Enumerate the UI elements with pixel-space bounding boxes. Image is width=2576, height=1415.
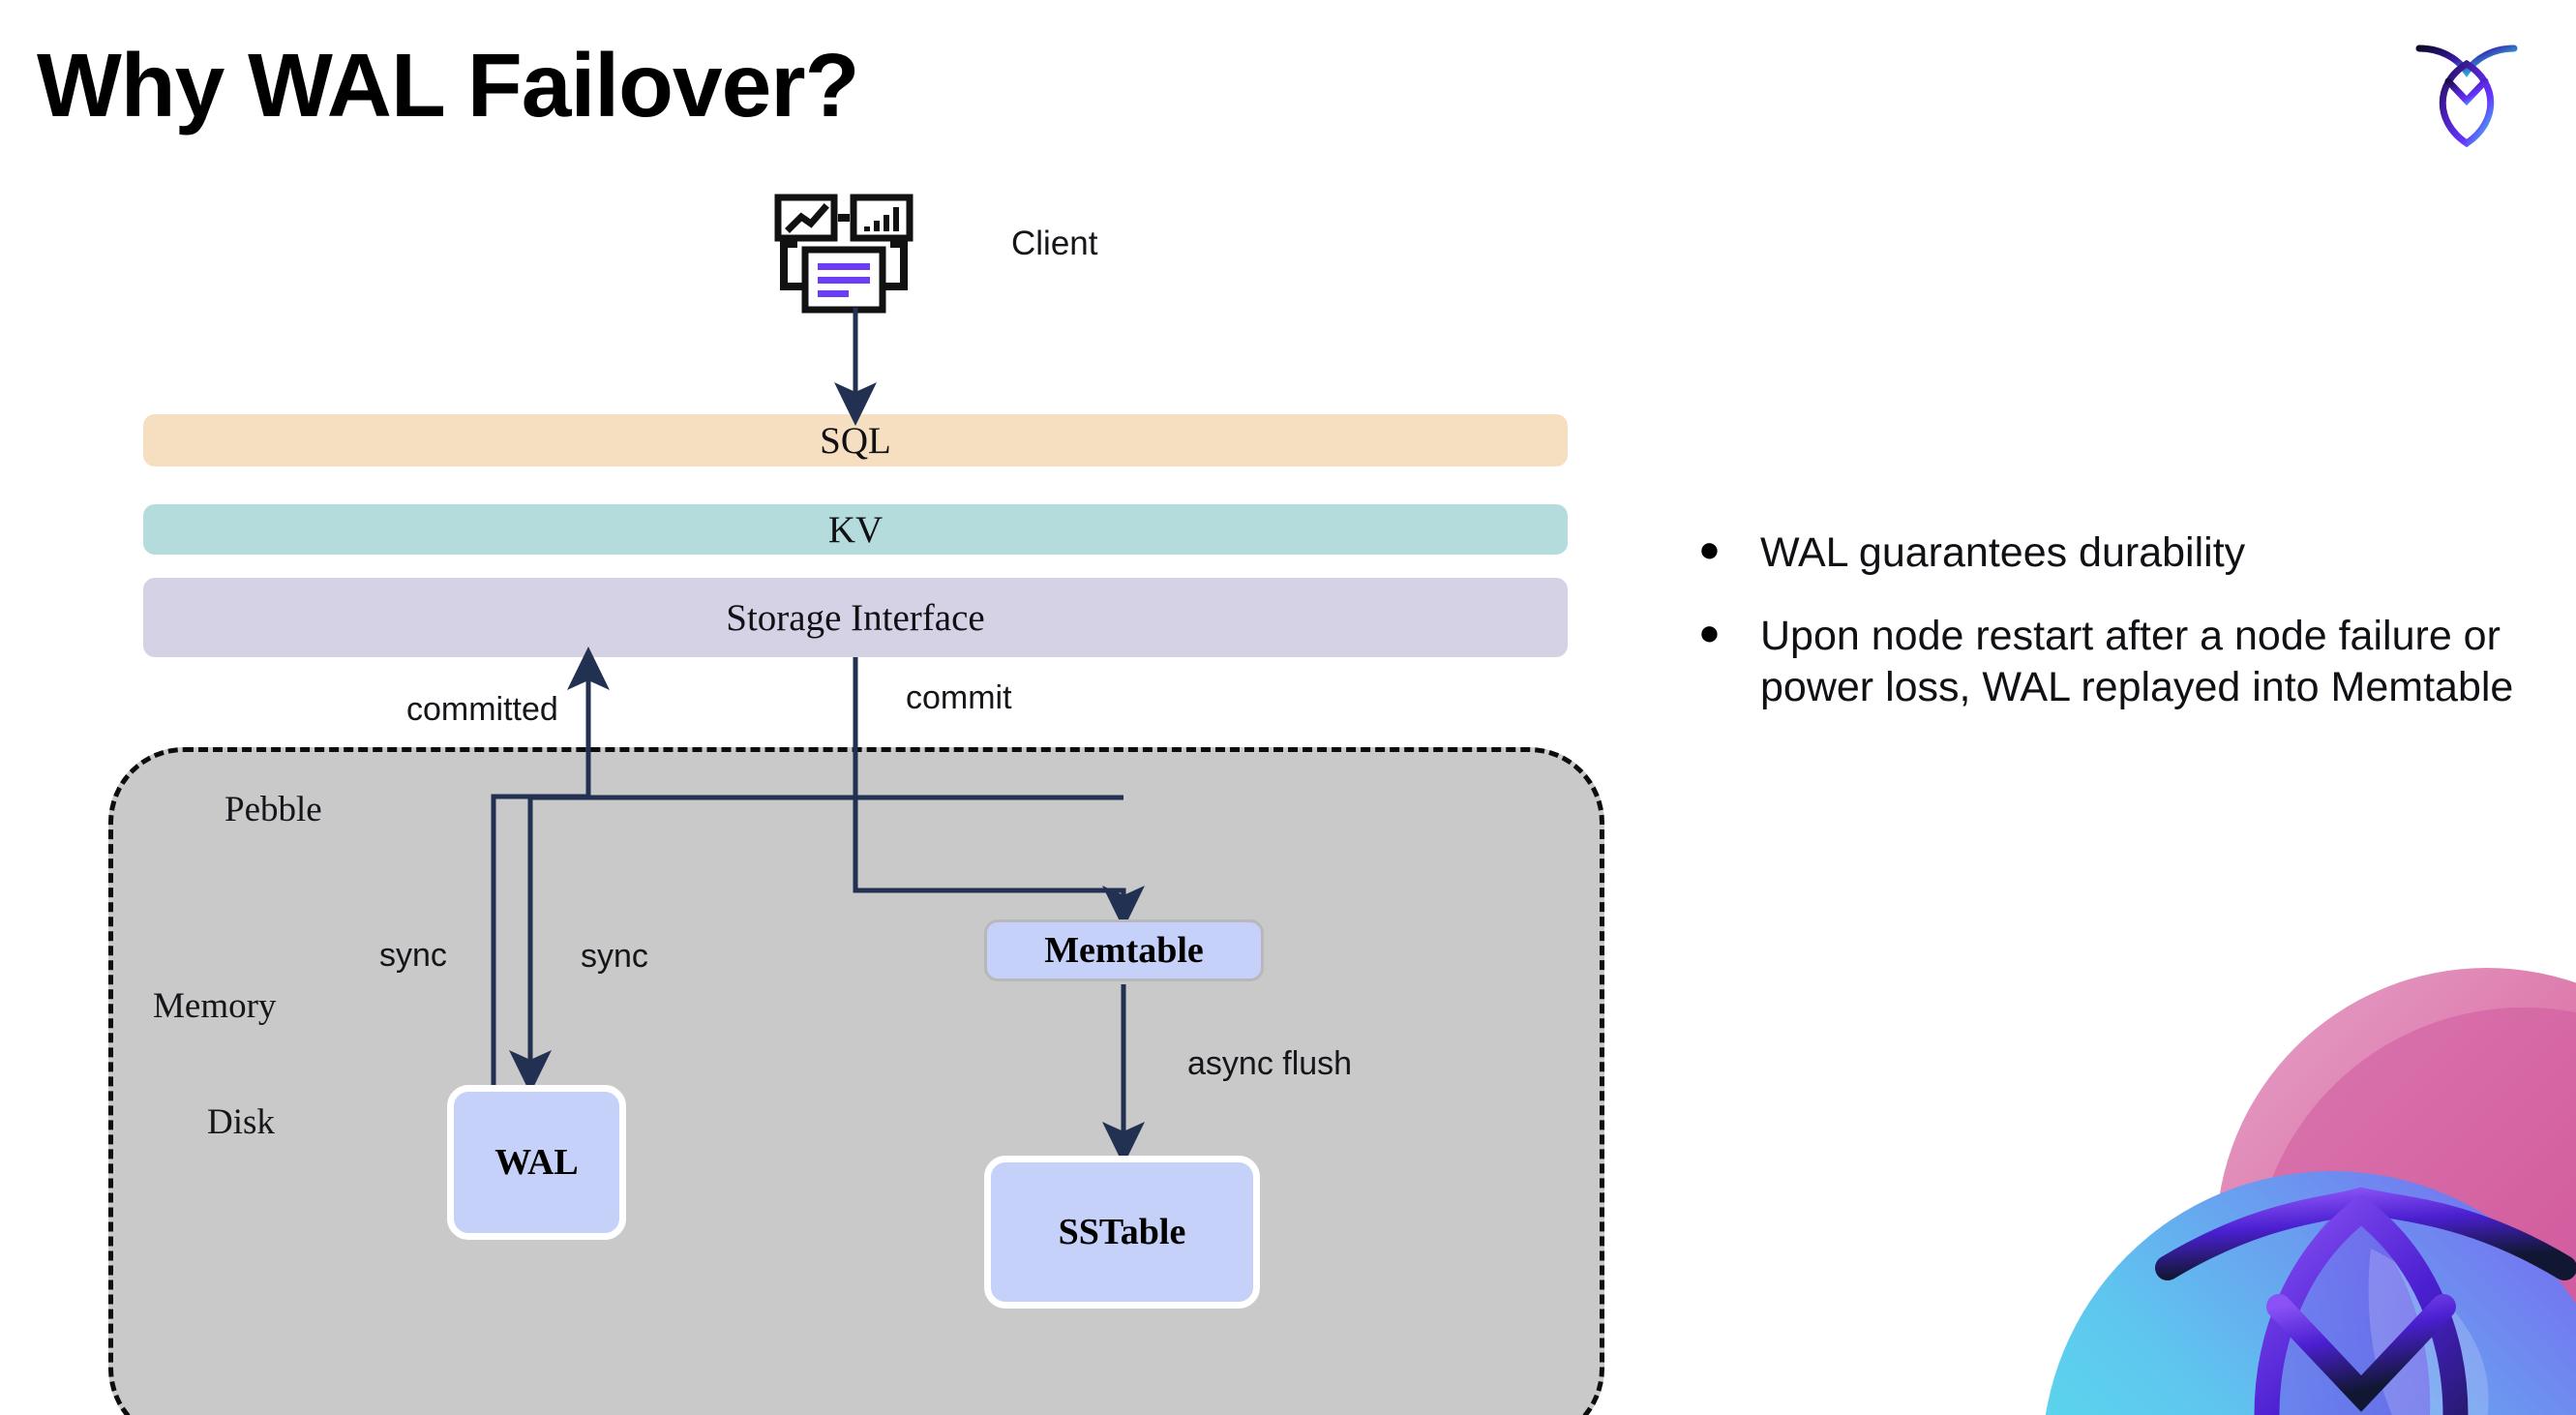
- edge-label-sync-right: sync: [581, 938, 648, 975]
- node-sstable-label: SSTable: [1058, 1212, 1186, 1252]
- layer-storage-label: Storage Interface: [726, 596, 985, 639]
- node-wal-label: WAL: [494, 1142, 579, 1183]
- layer-storage-interface: Storage Interface: [143, 578, 1568, 657]
- cockroachdb-logo-icon: [2413, 33, 2520, 149]
- node-memtable-label: Memtable: [1044, 930, 1204, 971]
- bullet-marker-icon: ●: [1698, 613, 1721, 654]
- client-dashboard-icon: [774, 194, 929, 319]
- disk-label: Disk: [207, 1102, 275, 1142]
- bullet-list: ● WAL guarantees durability ● Upon node …: [1698, 527, 2531, 745]
- page-title: Why WAL Failover?: [37, 35, 859, 135]
- node-memtable: Memtable: [984, 919, 1264, 981]
- edge-label-async-flush: async flush: [1187, 1045, 1353, 1082]
- layer-sql-label: SQL: [820, 419, 891, 462]
- pebble-label: Pebble: [225, 790, 322, 829]
- bullet-text: Upon node restart after a node failure o…: [1760, 613, 2514, 710]
- node-sstable: SSTable: [984, 1156, 1260, 1309]
- node-wal: WAL: [447, 1085, 626, 1240]
- layer-sql: SQL: [143, 414, 1568, 467]
- edge-label-commit: commit: [906, 679, 1012, 716]
- memory-label: Memory: [153, 986, 277, 1026]
- edge-label-sync-left: sync: [379, 937, 447, 974]
- edge-label-committed: committed: [406, 691, 558, 728]
- list-item: ● Upon node restart after a node failure…: [1698, 611, 2531, 712]
- layer-kv: KV: [143, 504, 1568, 555]
- bullet-marker-icon: ●: [1698, 529, 1721, 570]
- list-item: ● WAL guarantees durability: [1698, 527, 2531, 578]
- cockroachdb-gradient-art: [1945, 919, 2576, 1415]
- layer-kv-label: KV: [827, 508, 884, 551]
- pebble-container: [108, 747, 1604, 1415]
- client-label: Client: [1011, 225, 1098, 262]
- bullet-text: WAL guarantees durability: [1760, 529, 2246, 576]
